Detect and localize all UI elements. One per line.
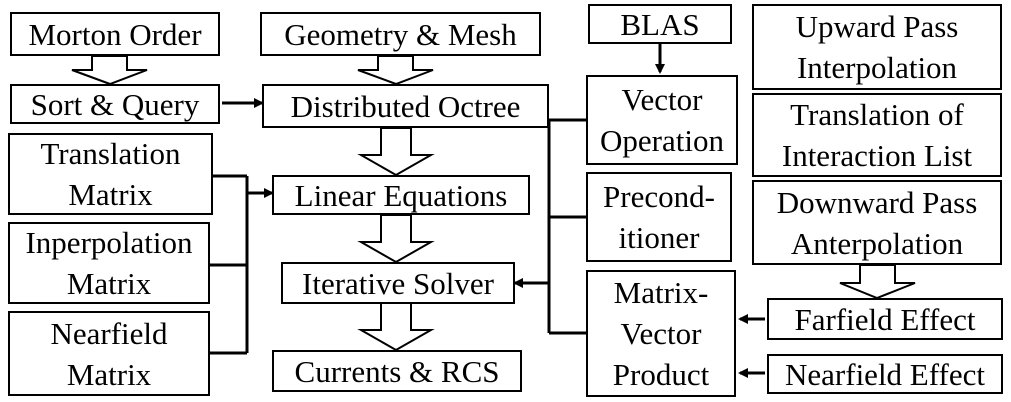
box-nearfield-effect: Nearfield Effect — [767, 354, 1003, 394]
upward-pass-line1: Upward Pass — [795, 9, 959, 44]
box-inperpolation-matrix: Inperpolation Matrix — [8, 222, 210, 304]
vector-operation-line2: Operation — [600, 123, 724, 158]
nearfield-matrix-line1: Nearfield — [50, 315, 168, 351]
downward-pass-line2: Anterpolation — [790, 225, 964, 261]
box-currents-rcs: Currents & RCS — [272, 350, 522, 392]
upward-pass-line2: Interpolation — [796, 50, 958, 85]
box-downward-pass: Downward Pass Anterpolation — [752, 180, 1002, 265]
translation-matrix-line1: Translation — [40, 136, 181, 171]
farfield-effect-label: Farfield Effect — [794, 301, 976, 337]
translation-matrix-line2: Matrix — [68, 177, 153, 212]
box-vector-operation: Vector Operation — [586, 75, 738, 165]
matrix-vector-line1: Matrix- — [613, 275, 709, 310]
box-geometry-mesh: Geometry & Mesh — [260, 12, 541, 56]
box-nearfield-matrix: Nearfield Matrix — [8, 311, 210, 396]
inperpolation-matrix-line1: Inperpolation — [25, 225, 193, 260]
box-farfield-effect: Farfield Effect — [767, 298, 1003, 340]
currents-rcs-label: Currents & RCS — [294, 353, 500, 389]
hollow-arrow-geometry-to-octree — [357, 55, 434, 86]
box-sort-query: Sort & Query — [10, 84, 220, 124]
hollow-arrow-downward-to-farfield — [839, 264, 916, 300]
vector-operation-line1: Vector — [621, 82, 703, 117]
hollow-arrow-solver-to-currents — [357, 302, 435, 352]
box-matrix-vector-product: Matrix- Vector Product — [586, 270, 736, 397]
downward-pass-line1: Downward Pass — [776, 184, 978, 220]
linear-equations-label: Linear Equations — [294, 177, 508, 213]
translation-interaction-line2: Interaction List — [781, 138, 973, 173]
box-translation-interaction-list: Translation of Interaction List — [752, 93, 1002, 177]
box-blas: BLAS — [588, 4, 732, 44]
box-preconditioner: Precond- itioner — [586, 172, 732, 262]
hollow-arrow-morton-to-sort — [71, 55, 148, 86]
hollow-arrow-octree-to-linear — [357, 127, 435, 177]
matrix-vector-line3: Product — [612, 357, 710, 392]
morton-order-label: Morton Order — [28, 16, 202, 52]
blas-label: BLAS — [620, 6, 700, 42]
geometry-mesh-label: Geometry & Mesh — [284, 16, 517, 52]
preconditioner-line2: itioner — [618, 220, 700, 255]
box-translation-matrix: Translation Matrix — [8, 133, 213, 215]
box-upward-pass: Upward Pass Interpolation — [752, 4, 1002, 90]
iterative-solver-label: Iterative Solver — [302, 265, 494, 301]
sort-query-label: Sort & Query — [30, 86, 200, 122]
box-linear-equations: Linear Equations — [272, 175, 530, 215]
nearfield-matrix-line2: Matrix — [66, 356, 152, 392]
box-distributed-octree: Distributed Octree — [262, 84, 549, 128]
matrix-vector-line2: Vector — [620, 316, 702, 351]
distributed-octree-label: Distributed Octree — [290, 88, 521, 124]
nearfield-effect-label: Nearfield Effect — [785, 356, 985, 392]
box-iterative-solver: Iterative Solver — [281, 262, 515, 304]
translation-interaction-line1: Translation of — [790, 97, 964, 132]
inperpolation-matrix-line2: Matrix — [66, 266, 152, 301]
hollow-arrow-linear-to-solver — [357, 214, 435, 264]
preconditioner-line1: Precond- — [603, 179, 715, 214]
box-morton-order: Morton Order — [10, 12, 220, 56]
